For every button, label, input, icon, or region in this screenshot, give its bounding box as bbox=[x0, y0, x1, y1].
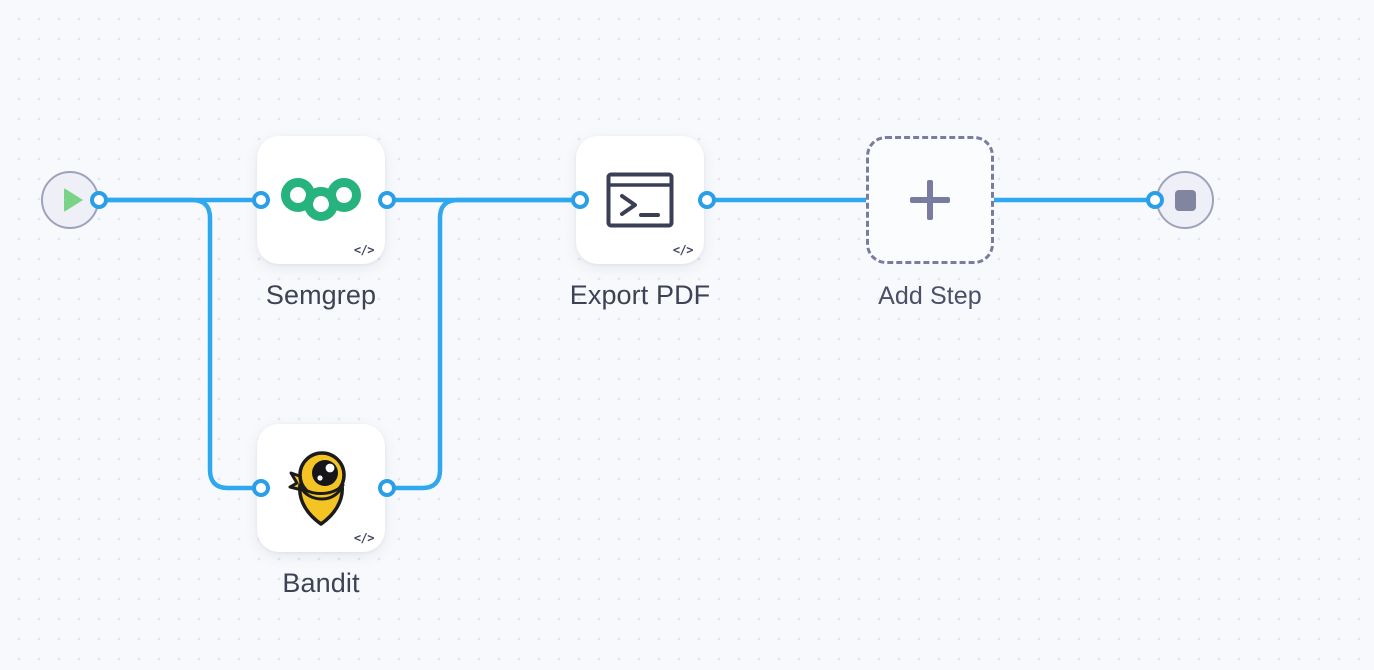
add-step-button[interactable] bbox=[866, 136, 994, 264]
code-badge: </> bbox=[672, 243, 694, 257]
node-add-step-label: Add Step bbox=[878, 282, 982, 310]
node-bandit-output-port[interactable] bbox=[378, 479, 396, 497]
stop-icon bbox=[1174, 189, 1196, 211]
node-semgrep-output-port[interactable] bbox=[378, 191, 396, 209]
edge-bandit-to-exportpdf bbox=[384, 197, 583, 491]
node-export-pdf-input-port[interactable] bbox=[571, 191, 589, 209]
node-semgrep-label: Semgrep bbox=[265, 280, 377, 310]
edge-start-to-bandit bbox=[96, 197, 264, 491]
node-semgrep-card[interactable]: </> bbox=[257, 136, 385, 264]
node-bandit-label: Bandit bbox=[282, 568, 360, 598]
plus-icon bbox=[908, 178, 952, 222]
start-node-output-port[interactable] bbox=[90, 191, 108, 209]
bandit-logo-icon bbox=[288, 451, 346, 526]
play-icon bbox=[63, 188, 83, 212]
node-bandit-card[interactable]: </> bbox=[257, 424, 385, 552]
node-bandit-input-port[interactable] bbox=[252, 479, 270, 497]
end-node[interactable] bbox=[1156, 171, 1214, 229]
node-export-pdf-output-port[interactable] bbox=[698, 191, 716, 209]
end-node-input-port[interactable] bbox=[1146, 191, 1164, 209]
node-add-step[interactable]: Add Step bbox=[866, 136, 994, 311]
code-badge: </> bbox=[353, 243, 375, 257]
terminal-icon bbox=[606, 172, 674, 228]
node-semgrep-input-port[interactable] bbox=[252, 191, 270, 209]
semgrep-logo-icon bbox=[281, 178, 361, 221]
code-badge: </> bbox=[353, 531, 375, 545]
node-export-pdf-label: Export PDF bbox=[569, 280, 711, 310]
node-export-pdf[interactable]: </> Export PDF bbox=[570, 136, 710, 311]
node-export-pdf-card[interactable]: </> bbox=[576, 136, 704, 264]
node-bandit[interactable]: </> Bandit bbox=[257, 424, 385, 599]
start-node[interactable] bbox=[41, 171, 99, 229]
node-semgrep[interactable]: </> Semgrep bbox=[257, 136, 385, 311]
